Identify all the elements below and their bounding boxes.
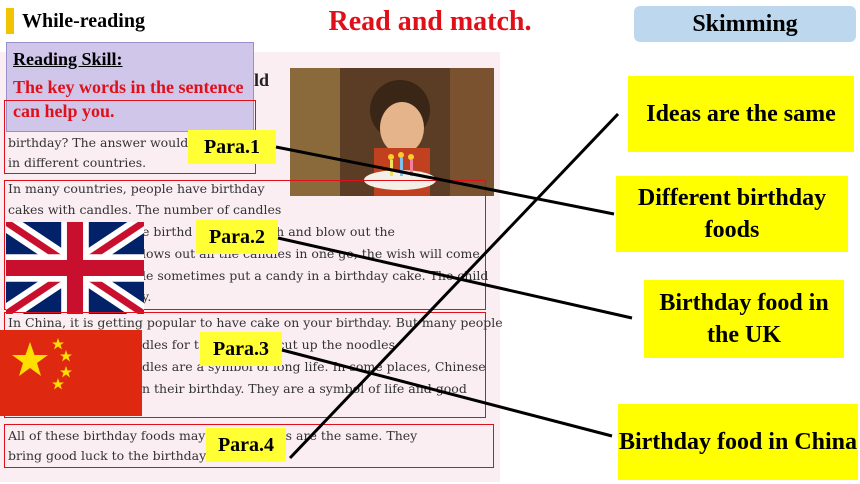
para-tag-1[interactable]: Para.1	[188, 130, 276, 164]
para1-line: birthday? The answer would	[8, 135, 189, 150]
answer-food-china[interactable]: Birthday food in China	[618, 404, 858, 480]
section-title: While-reading	[22, 9, 145, 32]
para2-line: cakes with candles. The number of candle…	[8, 202, 282, 217]
reading-skill-heading: Reading Skill:	[13, 49, 123, 69]
skimming-badge: Skimming	[634, 6, 856, 42]
china-flag-icon	[0, 330, 142, 416]
answer-ideas-same[interactable]: Ideas are the same	[628, 76, 854, 152]
answer-food-uk[interactable]: Birthday food in the UK	[644, 280, 844, 358]
para1-line: in different countries.	[8, 155, 147, 170]
page-title: Read and match.	[328, 6, 532, 37]
para2-line: y.	[142, 289, 152, 304]
reading-skill-box: Reading Skill: The key words in the sent…	[6, 42, 254, 132]
section-marker	[6, 8, 14, 34]
para-tag-3[interactable]: Para.3	[200, 332, 282, 366]
birthday-photo	[290, 68, 494, 196]
section-label: While-reading	[0, 4, 200, 38]
uk-flag-icon	[6, 222, 144, 314]
para2-line: le sometimes put a candy in a birthday c…	[142, 268, 489, 283]
para2-line: In many countries, people have birthday	[8, 181, 265, 196]
para3-line: dles are a symbol of long life. In some …	[142, 359, 486, 374]
para2-line: lows out all the candles in one go, the …	[142, 246, 480, 261]
para3-line: n their birthday. They are a symbol of l…	[142, 381, 467, 396]
para-tag-4[interactable]: Para.4	[206, 428, 286, 462]
reading-skill-text: The key words in the sentence can help y…	[13, 77, 244, 121]
answer-different-foods[interactable]: Different birthday foods	[616, 176, 848, 252]
para4-line: bring good luck to the birthday	[8, 448, 207, 463]
para-tag-2[interactable]: Para.2	[196, 220, 278, 254]
